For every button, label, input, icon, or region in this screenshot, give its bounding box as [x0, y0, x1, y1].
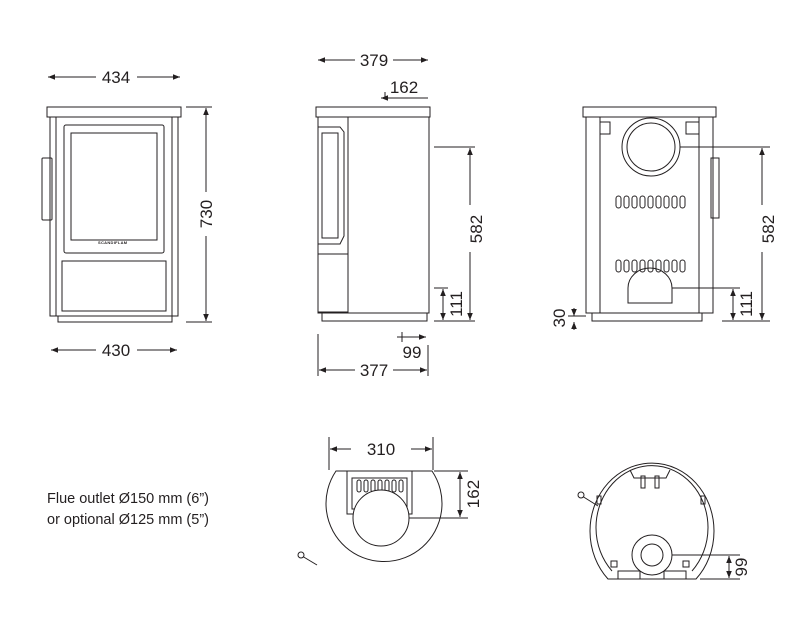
bottom-offset-label: 99 [732, 558, 751, 577]
front-bottom-width-dim: 430 [51, 341, 177, 360]
flue-notes: Flue outlet Ø150 mm (6”) or optional Ø12… [47, 491, 209, 528]
rear-height-label: 582 [759, 215, 778, 243]
bottom-air-inlet [631, 534, 673, 576]
flue-note-line2: or optional Ø125 mm (5”) [47, 512, 209, 528]
top-flue-outlet [352, 489, 410, 547]
rear-air-inlet [627, 267, 673, 304]
rear-view [582, 106, 720, 322]
rear-low-height-dim: 111 [672, 287, 756, 320]
side-view [315, 106, 431, 322]
rear-low-height-label: 111 [737, 291, 756, 317]
rear-low-label: 30 [550, 309, 569, 328]
side-top-offset-dim: 162 [381, 78, 428, 101]
front-view: SCANDIFLAM [41, 106, 182, 323]
top-depth-label: 162 [464, 480, 483, 508]
rear-lower-vents [615, 259, 686, 273]
side-top-depth-dim: 379 [318, 51, 428, 70]
side-height-label: 582 [467, 215, 486, 243]
side-low-height-dim: 111 [434, 287, 466, 320]
top-width-label: 310 [367, 440, 395, 459]
bottom-view [577, 462, 715, 580]
side-top-depth-label: 379 [360, 51, 388, 70]
top-width-dim: 310 [328, 437, 434, 470]
top-view [297, 470, 468, 566]
side-height-dim: 582 [434, 146, 486, 322]
rear-height-dim: 582 [680, 146, 778, 322]
flue-note-line1: Flue outlet Ø150 mm (6”) [47, 491, 209, 507]
bottom-offset-dim: 99 [672, 554, 751, 580]
side-low-height-label: 111 [447, 291, 466, 317]
rear-low-dim: 30 [550, 308, 586, 330]
side-bottom-depth-dim: 377 [317, 334, 429, 380]
side-bottom-depth-label: 377 [360, 361, 388, 380]
front-height-dim: 730 [186, 106, 216, 323]
side-bottom-offset-dim: 99 [397, 332, 426, 362]
side-bottom-offset-label: 99 [403, 343, 422, 362]
flue-outlet [621, 117, 681, 177]
rear-upper-vents [615, 195, 686, 209]
front-height-label: 730 [197, 200, 216, 228]
brand-label: SCANDIFLAM [98, 240, 128, 245]
top-depth-dim: 162 [434, 470, 483, 517]
top-vents [356, 479, 404, 493]
side-top-offset-label: 162 [390, 78, 418, 97]
front-top-width-label: 434 [102, 68, 130, 87]
front-bottom-width-label: 430 [102, 341, 130, 360]
front-top-width-dim: 434 [48, 68, 180, 87]
